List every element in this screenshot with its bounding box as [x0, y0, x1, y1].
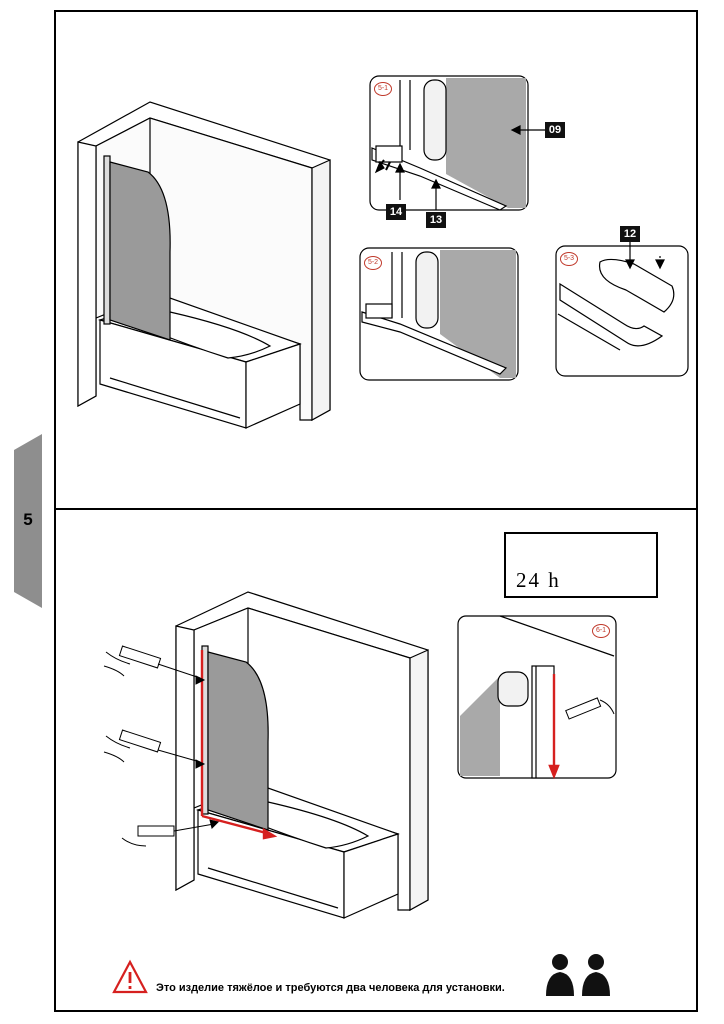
callout-part-09: 09	[545, 122, 565, 138]
detail-6-1-sealant-gun	[565, 697, 615, 720]
detail-5-3	[555, 242, 689, 377]
callout-part-14: 14	[386, 204, 406, 220]
detail-5-1	[369, 75, 545, 211]
warning-notice: Это изделие тяжёлое и требуются два чело…	[112, 958, 612, 998]
sealant-lines	[200, 650, 278, 840]
bath-illustration-top	[77, 101, 331, 429]
warning-text: Это изделие тяжёлое и требуются два чело…	[156, 982, 505, 994]
sealant-gun-2	[103, 729, 206, 769]
callout-part-13: 13	[426, 212, 446, 228]
step-divider	[54, 508, 698, 510]
cure-time-label: 24 h	[516, 568, 561, 592]
detail-tag-6-1: 6-1	[592, 624, 610, 638]
detail-tag-5-3: 5-3	[560, 252, 578, 266]
sealant-gun-3	[121, 819, 219, 847]
detail-6-1-sealant	[548, 674, 560, 780]
detail-tag-5-1: 5-1	[374, 82, 392, 96]
detail-6-1	[457, 615, 617, 779]
cure-time-box: 24 h	[504, 532, 658, 598]
warning-triangle-graphic	[112, 959, 148, 994]
callout-part-12: 12	[620, 226, 640, 242]
two-people-graphic	[546, 954, 610, 996]
detail-tag-5-2: 5-2	[364, 256, 382, 270]
page-edge-tab	[14, 434, 42, 608]
sealant-gun-1	[103, 645, 206, 685]
bath-illustration-bottom	[175, 591, 429, 919]
instruction-frame	[54, 10, 698, 1012]
page-number: 5	[23, 510, 33, 529]
detail-5-2	[359, 247, 519, 381]
